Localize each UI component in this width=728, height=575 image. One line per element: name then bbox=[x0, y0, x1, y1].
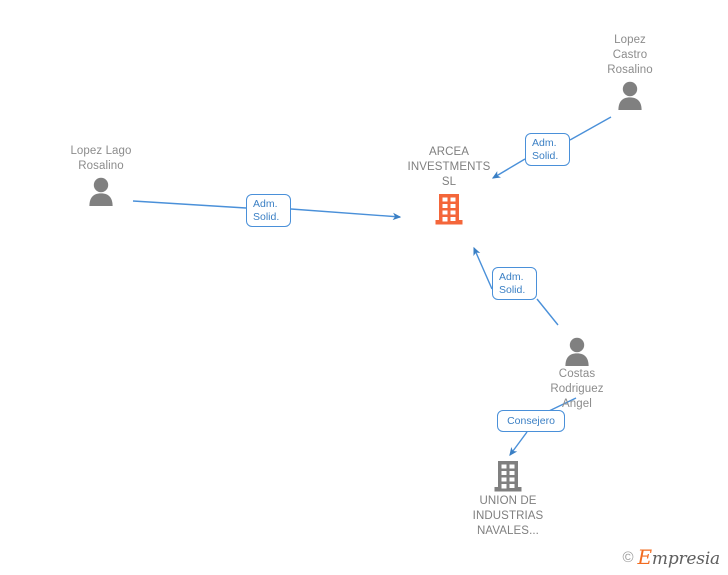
node-costas-rodriguez-angel[interactable]: Costas Rodriguez Angel bbox=[502, 336, 652, 412]
empresia-logo: Empresia bbox=[638, 545, 721, 569]
node-arcea-investments-sl[interactable]: ARCEA INVESTMENTS SL bbox=[374, 145, 524, 226]
node-lopez-castro-rosalino[interactable]: Lopez Castro Rosalino bbox=[555, 33, 705, 110]
node-label-arcea: ARCEA INVESTMENTS SL bbox=[407, 146, 491, 188]
person-icon bbox=[89, 177, 113, 206]
node-union-de-industrias-navales[interactable]: UNION DE INDUSTRIAS NAVALES... bbox=[433, 459, 583, 539]
relation-label-consejero[interactable]: Consejero bbox=[497, 410, 565, 432]
copyright-icon: © bbox=[622, 548, 634, 566]
relation-label-adm-solid-lopez-castro[interactable]: Adm. Solid. bbox=[525, 133, 570, 166]
empresia-watermark: © Empresia bbox=[622, 545, 720, 569]
building-icon bbox=[494, 461, 522, 492]
empresia-logo-initial: E bbox=[637, 545, 653, 569]
relation-label-adm-solid-lopez-lago[interactable]: Adm. Solid. bbox=[246, 194, 291, 227]
person-icon bbox=[565, 337, 589, 366]
node-label-union-de-industrias-navales: UNION DE INDUSTRIAS NAVALES... bbox=[472, 495, 544, 537]
node-label-lopez-lago-rosalino: Lopez Lago Rosalino bbox=[70, 145, 132, 172]
person-icon bbox=[618, 81, 642, 110]
node-label-costas-rodriguez-angel: Costas Rodriguez Angel bbox=[550, 368, 604, 410]
building-icon bbox=[435, 194, 463, 225]
node-label-lopez-castro-rosalino: Lopez Castro Rosalino bbox=[607, 34, 653, 76]
empresia-logo-rest: mpresia bbox=[651, 549, 720, 569]
node-lopez-lago-rosalino[interactable]: Lopez Lago Rosalino bbox=[26, 144, 176, 206]
relation-label-adm-solid-costas[interactable]: Adm. Solid. bbox=[492, 267, 537, 300]
